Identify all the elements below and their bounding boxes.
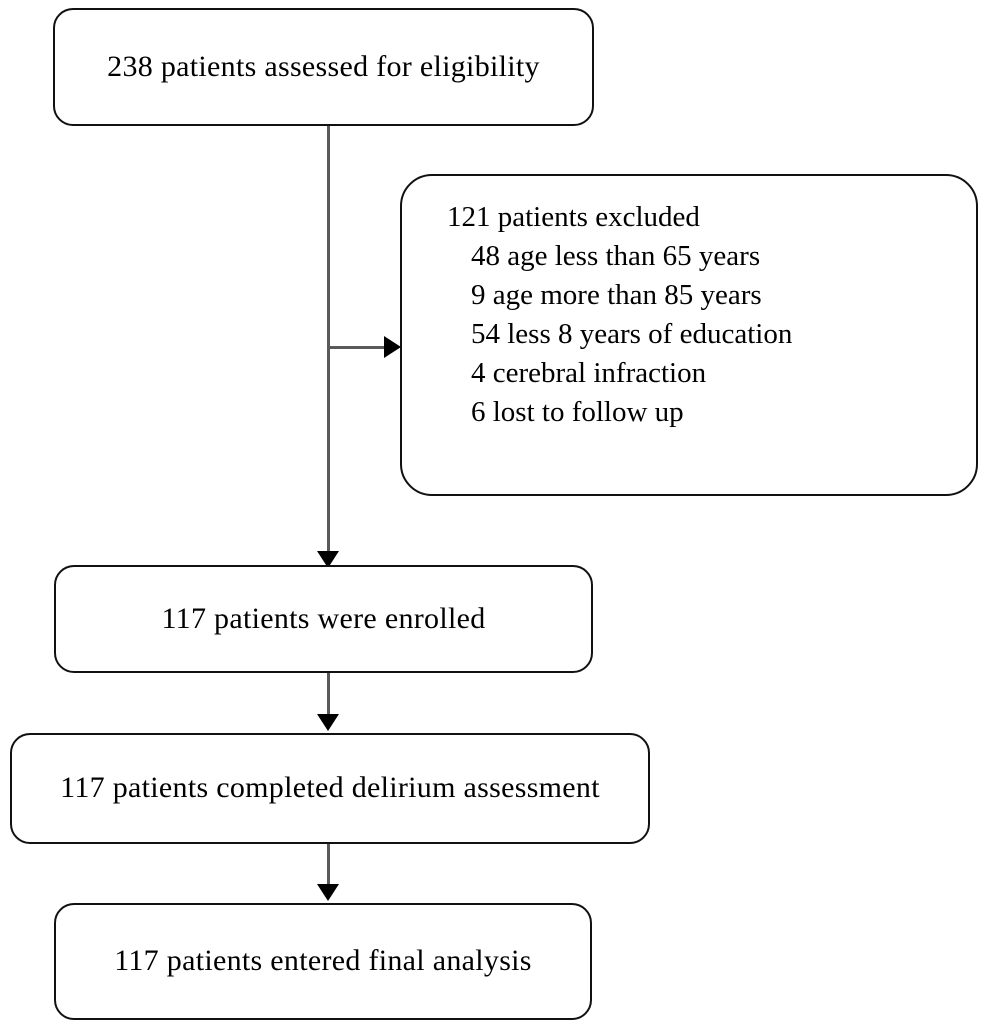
excluded-heading: 121 patients excluded [447, 201, 700, 233]
connector-branch-to-excluded-arrowhead [384, 336, 401, 358]
node-completed-delirium-assessment-label: 117 patients completed delirium assessme… [60, 771, 600, 805]
connector-branch-to-excluded-line [330, 346, 386, 349]
node-patients-excluded: 121 patients excluded 48 age less than 6… [400, 174, 978, 496]
excluded-reason-item: 54 less 8 years of education [471, 318, 793, 350]
excluded-reason-item: 4 cerebral infraction [471, 357, 707, 389]
connector-enrolled-to-delirium-arrowhead [317, 714, 339, 731]
excluded-reason-item: 48 age less than 65 years [471, 240, 761, 272]
node-entered-final-analysis: 117 patients entered final analysis [54, 903, 592, 1020]
node-patients-enrolled: 117 patients were enrolled [54, 565, 593, 673]
connector-enrolled-to-delirium-line [327, 673, 330, 717]
connector-eligibility-to-enrolled-arrowhead [317, 551, 339, 568]
connector-delirium-to-final-arrowhead [317, 884, 339, 901]
excluded-reason-item: 9 age more than 85 years [471, 279, 762, 311]
node-patients-enrolled-label: 117 patients were enrolled [161, 601, 486, 635]
node-entered-final-analysis-label: 117 patients entered final analysis [114, 944, 532, 978]
node-assessed-for-eligibility: 238 patients assessed for eligibility [53, 8, 594, 126]
node-assessed-for-eligibility-label: 238 patients assessed for eligibility [107, 49, 540, 83]
connector-eligibility-to-enrolled-line [327, 126, 330, 558]
node-completed-delirium-assessment: 117 patients completed delirium assessme… [10, 733, 650, 844]
excluded-reason-item: 6 lost to follow up [471, 396, 684, 428]
connector-delirium-to-final-line [327, 844, 330, 886]
excluded-reasons-list: 121 patients excluded 48 age less than 6… [447, 198, 976, 432]
